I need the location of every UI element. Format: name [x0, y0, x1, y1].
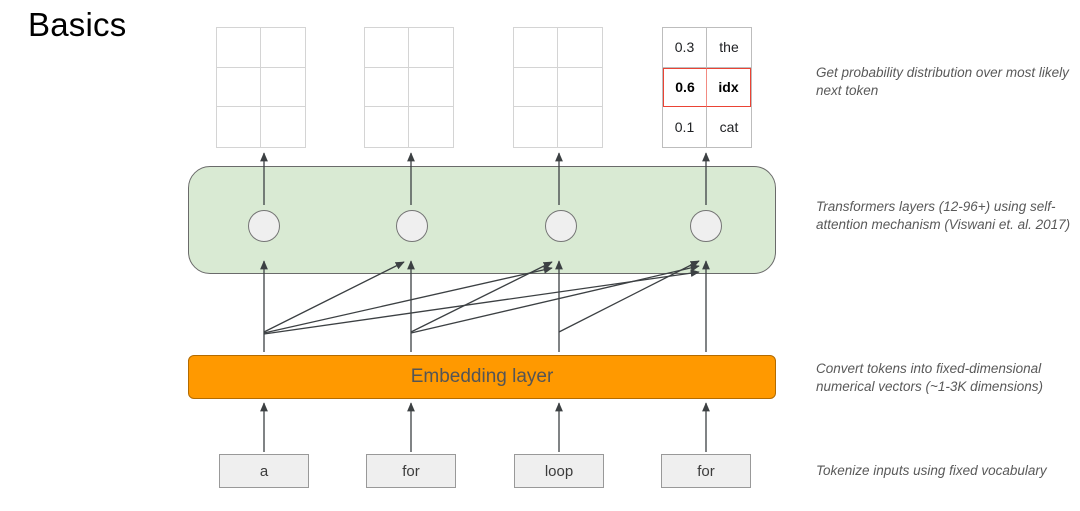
attention-arrow-1-to-4 [263, 269, 700, 335]
output-vector-grid-1 [216, 27, 306, 148]
annotation-embedding-layer: Convert tokens into fixed-dimensional nu… [816, 361, 1043, 394]
grid-cell [217, 67, 261, 108]
token-label: for [697, 462, 715, 480]
prob-value-cell-selected: 0.6 [663, 67, 707, 108]
grid-cell [409, 68, 453, 108]
grid-cell [261, 107, 305, 147]
grid-cell [365, 107, 409, 147]
annotation-transformer-layers: Transformers layers (12-96+) using self-… [816, 199, 1071, 232]
grid-cell [365, 28, 409, 68]
grid-cell [217, 28, 261, 68]
circle-node-icon-4 [690, 210, 722, 242]
embedding-layer-label: Embedding layer [410, 366, 554, 387]
prob-value-cell: 0.1 [663, 107, 707, 147]
prob-token-cell: cat [719, 119, 739, 136]
grid-cell [365, 67, 409, 108]
grid-cell [261, 68, 305, 108]
token-label: for [402, 462, 420, 480]
attention-arrow-2-to-4 [410, 264, 700, 334]
grid-cell [514, 107, 558, 147]
grid-cell [514, 67, 558, 108]
token-box-3: loop [514, 454, 604, 488]
grid-cell [558, 68, 602, 108]
grid-cell [558, 28, 602, 68]
embedding-layer-block: Embedding layer [188, 355, 776, 399]
prob-value-cell: 0.3 [663, 28, 707, 68]
circle-node-icon-2 [396, 210, 428, 242]
circle-node-icon-1 [248, 210, 280, 242]
grid-cell [409, 107, 453, 147]
grid-cell [514, 28, 558, 68]
output-vector-grid-3 [513, 27, 603, 148]
prob-token-cell-selected: idx [707, 67, 751, 108]
annotation-tokenization: Tokenize inputs using fixed vocabulary [816, 463, 1047, 478]
annotation-output-probabilities: Get probability distribution over most l… [816, 65, 1069, 98]
attention-arrow-1-to-3 [263, 266, 553, 334]
token-box-4: for [661, 454, 751, 488]
circle-node-icon-3 [545, 210, 577, 242]
prob-token-cell: the [707, 28, 751, 68]
grid-cell [217, 107, 261, 147]
probability-table: 0.3 the 0.6 idx 0.1 cat [662, 27, 752, 148]
token-label: loop [544, 462, 574, 480]
token-label: a [259, 462, 269, 480]
page-title: Basics [28, 6, 127, 43]
transformer-layers-block [188, 166, 776, 274]
token-box-1: a [219, 454, 309, 488]
grid-cell [409, 28, 453, 68]
output-vector-grid-2 [364, 27, 454, 148]
grid-cell [261, 28, 305, 68]
grid-cell [558, 107, 602, 147]
token-box-2: for [366, 454, 456, 488]
